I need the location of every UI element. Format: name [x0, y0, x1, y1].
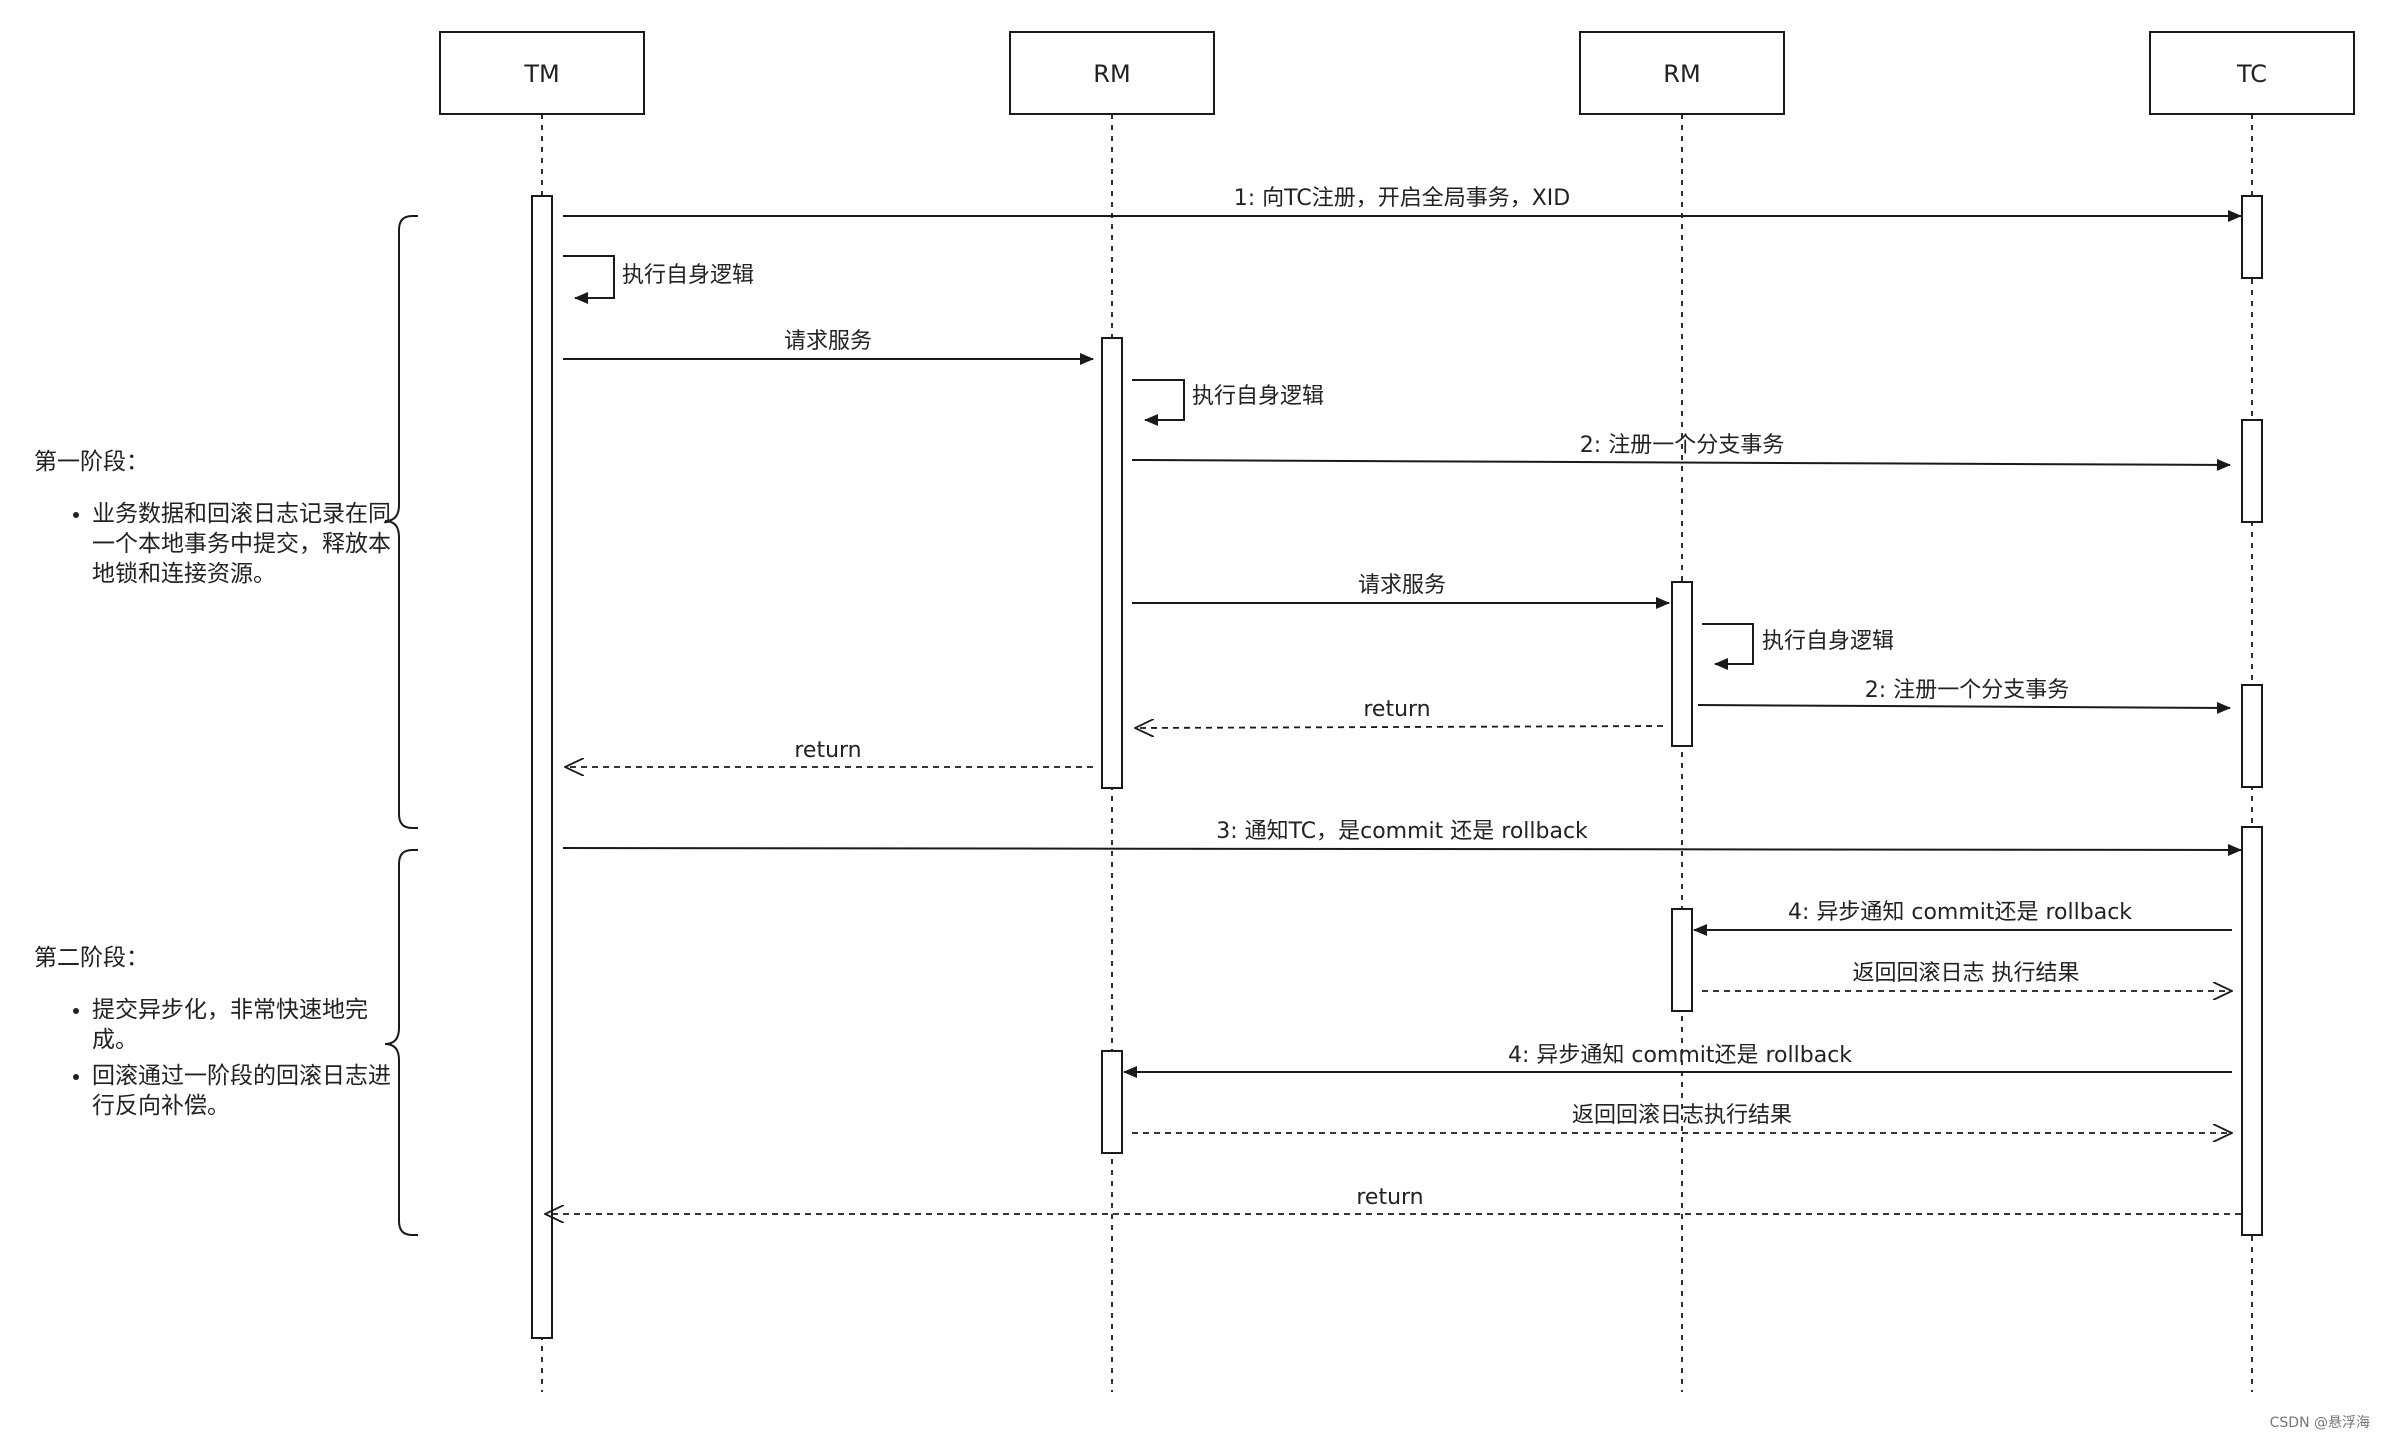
message-return-undo-log-rm1: 返回回滚日志执行结果 [1132, 1103, 2232, 1133]
participant-label: RM [1663, 60, 1700, 88]
phase-2-bullet: 回滚通过一阶段的回滚日志进行反向补偿。 [92, 1061, 392, 1121]
message-request-rm2: 请求服务 [1132, 573, 1670, 609]
message-self-tm: 执行自身逻辑 [563, 255, 754, 304]
message-label: 执行自身逻辑 [1192, 384, 1324, 409]
message-async-notify-rm1: 4: 异步通知 commit还是 rollback [1123, 1043, 2232, 1078]
participant-label: TC [2236, 60, 2267, 88]
participant-label: RM [1093, 60, 1130, 88]
phase-1-brace [384, 215, 418, 829]
activation-tc [2241, 826, 2263, 1236]
message-label: return [1363, 697, 1430, 722]
message-label: 请求服务 [1358, 573, 1446, 598]
message-return-undo-log-rm2: 返回回滚日志 执行结果 [1702, 961, 2232, 991]
activation-tc [2241, 195, 2263, 279]
message-register-branch-rm1: 2: 注册一个分支事务 [1131, 433, 2231, 471]
activation-rm-2 [1671, 581, 1693, 747]
activation-rm-2 [1671, 908, 1693, 1012]
participant-tm: TM [439, 31, 645, 115]
message-label: 4: 异步通知 commit还是 rollback [1508, 1043, 1852, 1068]
message-label: 执行自身逻辑 [1762, 629, 1894, 654]
message-label: 2: 注册一个分支事务 [1865, 678, 2069, 703]
message-label: return [794, 738, 861, 763]
message-return-rm2: return [1135, 697, 1664, 728]
message-self-rm1: 执行自身逻辑 [1132, 379, 1324, 426]
message-label: 执行自身逻辑 [622, 263, 754, 288]
message-request-rm1: 请求服务 [563, 329, 1094, 365]
message-notify-tc: 3: 通知TC，是commit 还是 rollback [562, 819, 2242, 856]
participant-tc: TC [2149, 31, 2355, 115]
phase-2-note: 第二阶段： 提交异步化，非常快速地完成。 回滚通过一阶段的回滚日志进行反向补偿。 [34, 943, 392, 1127]
message-label: 4: 异步通知 commit还是 rollback [1788, 900, 2132, 925]
phase-2-bullets: 提交异步化，非常快速地完成。 回滚通过一阶段的回滚日志进行反向补偿。 [34, 995, 392, 1121]
activation-rm-1 [1101, 1050, 1123, 1154]
phase-1-bullets: 业务数据和回滚日志记录在同一个本地事务中提交，释放本地锁和连接资源。 [34, 499, 392, 589]
activation-tm [531, 195, 553, 1339]
message-return-rm1: return [565, 738, 1093, 767]
phase-1-note: 第一阶段： 业务数据和回滚日志记录在同一个本地事务中提交，释放本地锁和连接资源。 [34, 447, 392, 595]
message-label: 请求服务 [784, 329, 872, 354]
activation-rm-1 [1101, 337, 1123, 789]
message-self-rm2: 执行自身逻辑 [1702, 623, 1894, 670]
phase-2-brace [384, 849, 418, 1236]
participant-rm-1: RM [1009, 31, 1215, 115]
phase-2-title: 第二阶段： [34, 945, 149, 971]
phase-1-bullet: 业务数据和回滚日志记录在同一个本地事务中提交，释放本地锁和连接资源。 [92, 499, 392, 589]
message-label: 返回回滚日志执行结果 [1572, 1103, 1792, 1128]
message-register-global: 1: 向TC注册，开启全局事务，XID [563, 186, 2242, 222]
activation-tc [2241, 419, 2263, 523]
message-return-tc: return [545, 1185, 2241, 1214]
message-label: 3: 通知TC，是commit 还是 rollback [1216, 819, 1588, 844]
phase-1-title: 第一阶段： [34, 449, 149, 475]
participant-label: TM [523, 60, 559, 88]
watermark: CSDN @悬浮海 [2269, 1415, 2370, 1431]
message-label: 返回回滚日志 执行结果 [1853, 961, 2080, 986]
participant-rm-2: RM [1579, 31, 1785, 115]
message-label: return [1356, 1185, 1423, 1210]
message-async-notify-rm2: 4: 异步通知 commit还是 rollback [1693, 900, 2232, 936]
message-label: 1: 向TC注册，开启全局事务，XID [1234, 186, 1570, 211]
message-label: 2: 注册一个分支事务 [1580, 433, 1784, 458]
activations [531, 195, 2263, 1339]
activation-tc [2241, 684, 2263, 788]
phase-2-bullet: 提交异步化，非常快速地完成。 [92, 995, 392, 1055]
message-register-branch-rm2: 2: 注册一个分支事务 [1697, 678, 2231, 714]
messages: 1: 向TC注册，开启全局事务，XID 执行自身逻辑 请求服务 执行自身逻辑 2… [545, 186, 2242, 1214]
